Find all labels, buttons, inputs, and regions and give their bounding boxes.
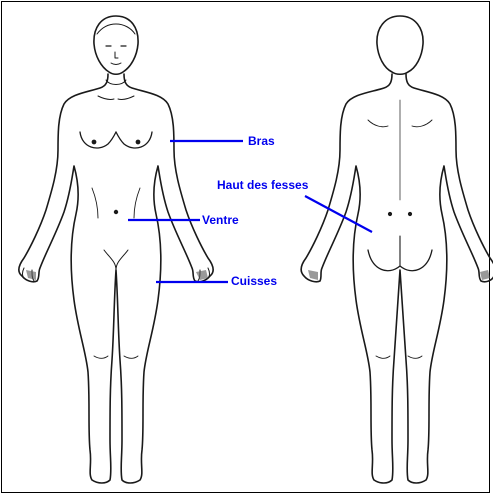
back-head [377,16,423,74]
front-body-outline [19,74,213,483]
back-body-outline [301,74,493,483]
front-head [94,16,138,74]
back-figure [301,16,493,483]
label-arms: Bras [248,134,275,148]
label-belly: Ventre [202,213,239,227]
label-upper-buttocks: Haut des fesses [217,178,308,192]
leader-line-upper-buttocks [305,196,372,232]
label-thighs: Cuisses [231,274,277,288]
front-figure [19,16,213,483]
